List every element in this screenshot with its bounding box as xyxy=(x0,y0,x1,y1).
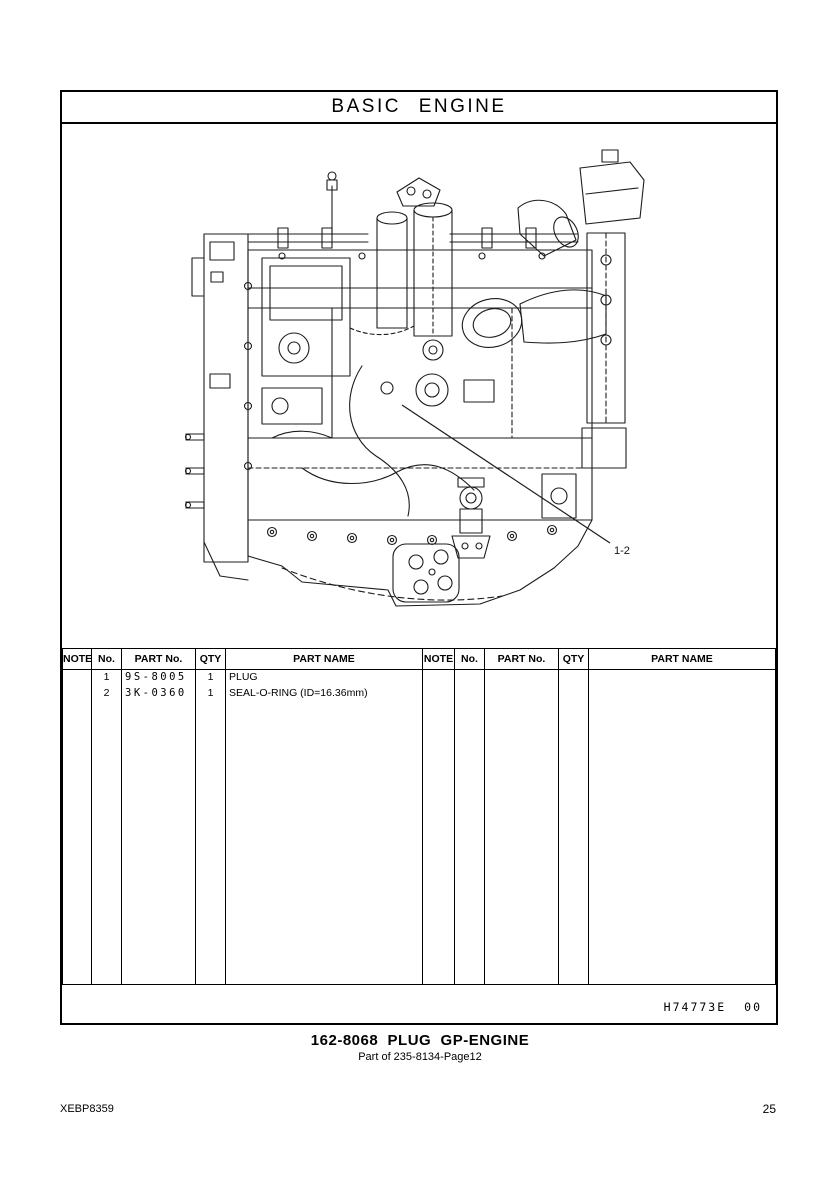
cell-no: 1 xyxy=(91,669,122,686)
header-no-right: No. xyxy=(454,648,485,670)
page-frame: BASIC ENGINE xyxy=(60,90,778,1025)
cell-qty: 1 xyxy=(195,669,226,686)
table-filler-cell xyxy=(484,702,559,985)
table-filler-cell xyxy=(62,702,92,985)
page-title: BASIC ENGINE xyxy=(62,92,776,124)
table-filler-cell xyxy=(422,702,455,985)
cell-empty xyxy=(588,686,776,702)
table-filler-cell xyxy=(558,702,589,985)
header-qty-right: QTY xyxy=(558,648,589,670)
cell-empty xyxy=(454,686,485,702)
cell-empty xyxy=(422,669,455,686)
cell-empty xyxy=(588,669,776,686)
table-filler-cell xyxy=(121,702,196,985)
footer-title: 162-8068 PLUG GP-ENGINE xyxy=(310,1032,530,1049)
cell-note xyxy=(62,669,92,686)
table-filler-row xyxy=(62,702,776,985)
cell-part-name: SEAL-O-RING (ID=16.36mm) xyxy=(225,686,423,702)
header-note-right: NOTE xyxy=(422,648,455,670)
table-row: 1 9S-8005 1 PLUG xyxy=(62,669,776,686)
table-header-row: NOTE No. PART No. QTY PART NAME NOTE No.… xyxy=(62,648,776,670)
drawing-code: H74773E 00 xyxy=(664,1000,762,1014)
table-row: 2 3K-0360 1 SEAL-O-RING (ID=16.36mm) xyxy=(62,686,776,702)
cell-part-no: 3K-0360 xyxy=(121,686,196,702)
callout-label: 1-2 xyxy=(614,545,630,557)
drawing-revision: 00 xyxy=(744,1000,762,1014)
table-filler-cell xyxy=(588,702,776,985)
page-number: 25 xyxy=(762,1102,776,1116)
parts-table: NOTE No. PART No. QTY PART NAME NOTE No.… xyxy=(62,648,776,985)
callout-leader-line xyxy=(401,404,611,544)
engine-drawing-area: 1-2 xyxy=(62,124,776,646)
header-no-left: No. xyxy=(91,648,122,670)
part-callout: 1-2 xyxy=(401,404,630,557)
header-partname-right: PART NAME xyxy=(588,648,776,670)
drawing-code-number: H74773E xyxy=(663,1000,727,1014)
header-partno-right: PART No. xyxy=(484,648,559,670)
cell-part-name: PLUG xyxy=(225,669,423,686)
cell-empty xyxy=(558,669,589,686)
cell-part-no: 9S-8005 xyxy=(121,669,196,686)
header-partname-left: PART NAME xyxy=(225,648,423,670)
header-partno-left: PART No. xyxy=(121,648,196,670)
table-filler-cell xyxy=(91,702,122,985)
cell-empty xyxy=(484,686,559,702)
cell-empty xyxy=(558,686,589,702)
cell-note xyxy=(62,686,92,702)
document-id: XEBP8359 xyxy=(60,1103,114,1115)
cell-no: 2 xyxy=(91,686,122,702)
header-qty-left: QTY xyxy=(195,648,226,670)
table-filler-cell xyxy=(225,702,423,985)
table-filler-cell xyxy=(195,702,226,985)
footer-subtitle: Part of 235-8134-Page12 xyxy=(358,1051,482,1063)
table-filler-cell xyxy=(454,702,485,985)
cell-empty xyxy=(484,669,559,686)
cell-qty: 1 xyxy=(195,686,226,702)
header-note-left: NOTE xyxy=(62,648,92,670)
cell-empty xyxy=(422,686,455,702)
engine-illustration: 1-2 xyxy=(184,149,645,607)
cell-empty xyxy=(454,669,485,686)
